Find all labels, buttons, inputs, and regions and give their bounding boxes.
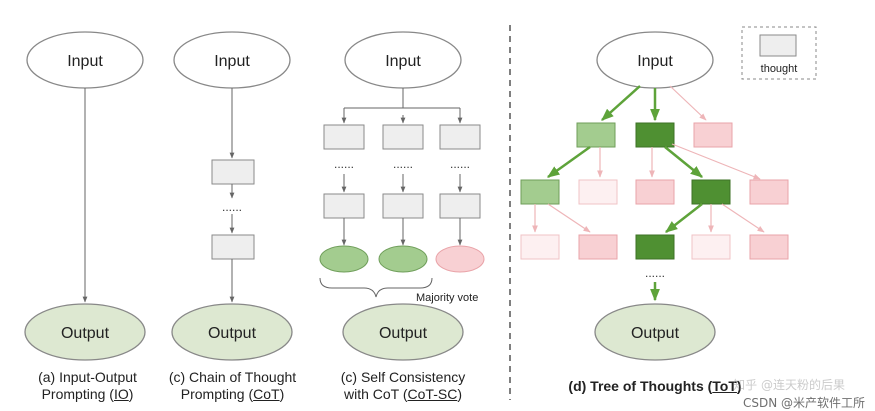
- tot-edge-b4-c3: [665, 203, 703, 233]
- sc-thought-r1: [439, 124, 481, 150]
- cot-thought-1: [211, 159, 255, 185]
- caption-cot-sc-line1: (c) Self Consistency: [340, 369, 466, 385]
- tot-output-node: [594, 303, 716, 361]
- io-panel: Input Output: [24, 31, 146, 361]
- cot-output-label: Output: [208, 325, 257, 342]
- tot-c2: [578, 234, 618, 260]
- watermark: 知乎 @连天粉的后果 CSDN @米产软件工所: [733, 378, 865, 411]
- tot-b2: [578, 179, 618, 205]
- sc-answer-left: [319, 245, 369, 273]
- tot-a3: [693, 122, 733, 148]
- sc-thought-r2: [439, 193, 481, 219]
- caption-cot: (c) Chain of Thought Prompting (CoT): [155, 369, 310, 403]
- sc-thought-m1: [382, 124, 424, 150]
- tot-edge-b4-c5: [721, 203, 765, 233]
- caption-cot-sc-line2: with CoT (CoT-SC): [343, 386, 462, 402]
- tot-edge-in-a3: [669, 85, 707, 121]
- cot-panel: Input ...... Output: [171, 31, 293, 361]
- caption-io-link[interactable]: IO: [113, 386, 129, 402]
- sc-output-node: [342, 303, 464, 361]
- cot-sc-panel: Input ...... ...... ...... Majority vote: [319, 31, 485, 361]
- tot-a2: [635, 122, 675, 148]
- tot-b5: [749, 179, 789, 205]
- caption-io: (a) Input-Output Prompting (IO): [15, 369, 160, 403]
- cot-output-node: [171, 303, 293, 361]
- tot-b1: [520, 179, 560, 205]
- cot-dots: ......: [222, 200, 242, 214]
- tot-edge-b1-c2: [547, 203, 591, 233]
- tot-edge-in-a1: [601, 85, 641, 121]
- tot-c5: [749, 234, 789, 260]
- tot-c4: [691, 234, 731, 260]
- sc-dots-mid: ......: [393, 157, 413, 171]
- io-output-node: [24, 303, 146, 361]
- caption-cot-line2: Prompting (CoT): [180, 386, 285, 402]
- caption-cot-line1: (c) Chain of Thought: [168, 369, 297, 385]
- sc-dots-left: ......: [334, 157, 354, 171]
- legend-box: [741, 26, 817, 80]
- tot-a1: [576, 122, 616, 148]
- tot-input-label: Input: [637, 53, 673, 70]
- caption-cot-link[interactable]: CoT: [253, 386, 280, 402]
- io-input-label: Input: [67, 53, 103, 70]
- legend-thought-swatch: [759, 34, 797, 57]
- tot-c1: [520, 234, 560, 260]
- caption-cot-sc: (c) Self Consistency with CoT (CoT-SC): [328, 369, 478, 403]
- tot-edge-a1-b1: [546, 145, 591, 179]
- watermark-ghost: 知乎 @连天粉的后果: [733, 378, 845, 392]
- sc-input-label: Input: [385, 53, 421, 70]
- majority-vote-brace: [319, 277, 433, 298]
- legend-thought-label: thought: [761, 63, 798, 75]
- tot-c3: [635, 234, 675, 260]
- watermark-main: CSDN @米产软件工所: [742, 396, 865, 410]
- caption-io-line2: Prompting (IO): [41, 386, 134, 402]
- cot-input-label: Input: [214, 53, 250, 70]
- tot-b4: [691, 179, 731, 205]
- sc-answer-mid: [378, 245, 428, 273]
- caption-io-line1: (a) Input-Output: [38, 369, 137, 385]
- sc-thought-l2: [323, 193, 365, 219]
- caption-cot-sc-link[interactable]: CoT-SC: [407, 386, 458, 402]
- caption-tot-link[interactable]: ToT: [712, 378, 737, 394]
- tot-edge-a2-b4: [664, 146, 703, 178]
- tot-dots: ......: [645, 266, 665, 280]
- tot-edge-a2-b5: [671, 143, 761, 180]
- sc-answer-right: [435, 245, 485, 273]
- cot-thought-2: [211, 234, 255, 260]
- tot-b3: [635, 179, 675, 205]
- majority-vote-label: Majority vote: [416, 292, 478, 304]
- sc-thought-l1: [323, 124, 365, 150]
- sc-thought-m2: [382, 193, 424, 219]
- sc-output-label: Output: [379, 325, 428, 342]
- caption-tot: (d) Tree of Thoughts (ToT): [568, 378, 742, 394]
- tot-panel: Input thought: [520, 26, 817, 361]
- tot-output-label: Output: [631, 325, 680, 342]
- io-output-label: Output: [61, 325, 110, 342]
- sc-dots-right: ......: [450, 157, 470, 171]
